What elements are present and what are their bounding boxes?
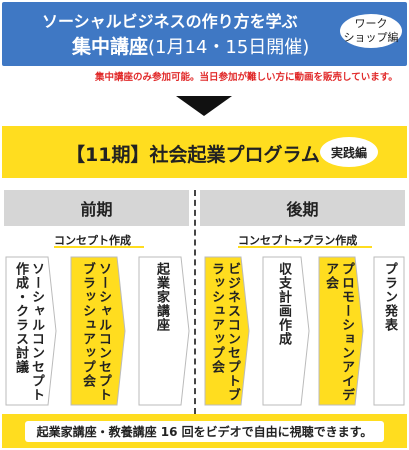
workshop-badge-text: ワーク ショップ編 [343,17,399,44]
process-step-label: プラン発表 [382,262,397,332]
workshop-banner: ソーシャルビジネスの作り方を学ぶ 集中講座(1月14・15日開催) ワーク ショ… [2,2,407,66]
banner-subtitle: 集中講座(1月14・15日開催) [72,32,309,59]
late-stage-underline [238,246,372,248]
process-step-label: 起業家講座 [154,262,169,332]
process-step-shape [373,256,405,406]
process-step: プロモーションアイデア会 [318,256,364,406]
footer-bar: 起業家講座・教養講座 16 回をビデオで自由に視聴できます。 [2,414,407,448]
process-step-label: プロモーションアイデア会 [323,262,354,402]
banner-subtitle-strong: 集中講座 [72,36,149,58]
process-step: ソーシャルコンセプトブラッシュアップ会 [70,256,126,406]
footer-text: 起業家講座・教養講座 16 回をビデオで自由に視聴できます。 [24,420,385,442]
banner-title: ソーシャルビジネスの作り方を学ぶ [42,12,298,31]
early-stage-underline [54,246,144,248]
process-step-arrow [204,256,250,406]
process-step-shape [138,256,190,406]
process-step-arrow [5,256,57,406]
process-step: 収支計画作成 [262,256,310,406]
process-step-shape [70,256,126,406]
process-step-arrow [138,256,190,406]
workshop-badge: ワーク ショップ編 [340,14,402,48]
process-step-label: ソーシャルコンセプトブラッシュアップ会 [80,262,111,402]
process-step-arrow [373,256,405,406]
process-step-shape [318,256,364,406]
phase-early-header: 前期 [4,190,189,226]
practice-badge: 実践編 [320,137,378,167]
process-step: 起業家講座 [138,256,190,406]
late-stage-label: コンセプト→プラン作成 [238,234,358,247]
process-step-arrow [262,256,310,406]
process-step-label: ビジネスコンセプトブラッシュアップ会 [209,262,240,402]
notice-text: 集中講座のみ参加可能。当日参加が難しい方に動画を販売しています。 [95,72,398,83]
process-step-shape [262,256,310,406]
process-step-shape [204,256,250,406]
early-stage-label: コンセプト作成 [54,234,131,247]
process-step-label: 収支計画作成 [276,262,291,346]
process-step: プラン発表 [373,256,405,406]
process-step: ビジネスコンセプトブラッシュアップ会 [204,256,250,406]
down-arrow-icon [176,96,232,116]
phase-late-header: 後期 [200,190,405,226]
process-step-arrow [318,256,364,406]
banner-subtitle-date: (1月14・15日開催) [148,37,310,58]
process-step: ソーシャルコンセプト作成・クラス討議 [5,256,57,406]
phase-divider [194,190,196,414]
process-step-arrow [70,256,126,406]
program-title: 【11期】社会起業プログラム [66,144,320,166]
process-step-shape [5,256,57,406]
process-step-label: ソーシャルコンセプト作成・クラス討議 [13,262,44,402]
